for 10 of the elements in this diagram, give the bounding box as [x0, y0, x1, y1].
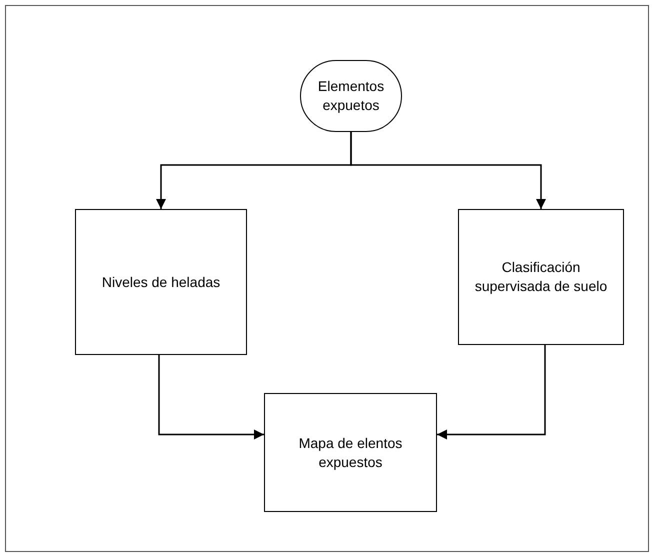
node-label: Clasificación supervisada de suelo: [474, 258, 608, 296]
node-label: Elementos expuetos: [316, 77, 386, 115]
arrow: [350, 132, 546, 209]
arrow: [437, 345, 546, 440]
node-label: Mapa de elentos expuestos: [298, 434, 404, 472]
process-box: [264, 393, 437, 512]
process-box: [75, 209, 247, 355]
arrow: [158, 355, 264, 440]
process-box: [458, 209, 624, 345]
node-label: Niveles de heladas: [102, 272, 220, 292]
